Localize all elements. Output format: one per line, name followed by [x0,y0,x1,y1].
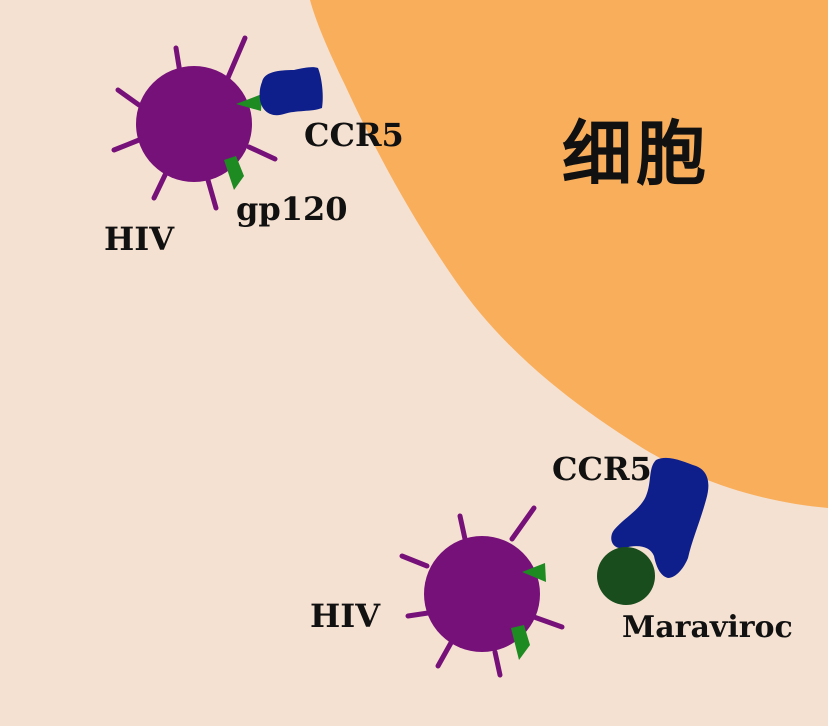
cell-body [310,0,828,508]
gp120-protein [236,94,262,111]
hiv-label-bottom: HIV [310,597,381,635]
virion-spike [205,177,219,211]
virion-body [424,536,540,652]
virion-spike [492,649,503,678]
maraviroc-label: Maraviroc [622,610,793,645]
gp120-protein [511,625,530,660]
ccr5-receptor-top [259,67,323,116]
virion-spike [435,638,455,669]
virion-spike [111,137,142,153]
virion-spike [224,35,248,83]
virion-spike [115,87,142,108]
virion-spike [531,614,565,630]
virion-spike [457,513,468,542]
gp120-label: gp120 [236,190,348,228]
ccr5-label-bottom: CCR5 [552,450,652,488]
virion-body [136,66,252,182]
gp120-protein [522,563,546,582]
virion-spike [151,170,169,201]
virion-spike [246,144,278,162]
gp120-protein [224,156,244,190]
virion-spike [509,505,537,542]
hiv-label-top: HIV [104,220,175,258]
hiv-virion-top [111,35,278,211]
ccr5-receptor-bottom [611,457,709,578]
virion-spike [405,610,431,619]
ccr5-label-top: CCR5 [304,116,404,154]
maraviroc-molecule [597,547,655,605]
cell-label: 细胞 [562,113,710,195]
virion-spike [399,553,430,569]
hiv-virion-bottom [399,505,565,678]
